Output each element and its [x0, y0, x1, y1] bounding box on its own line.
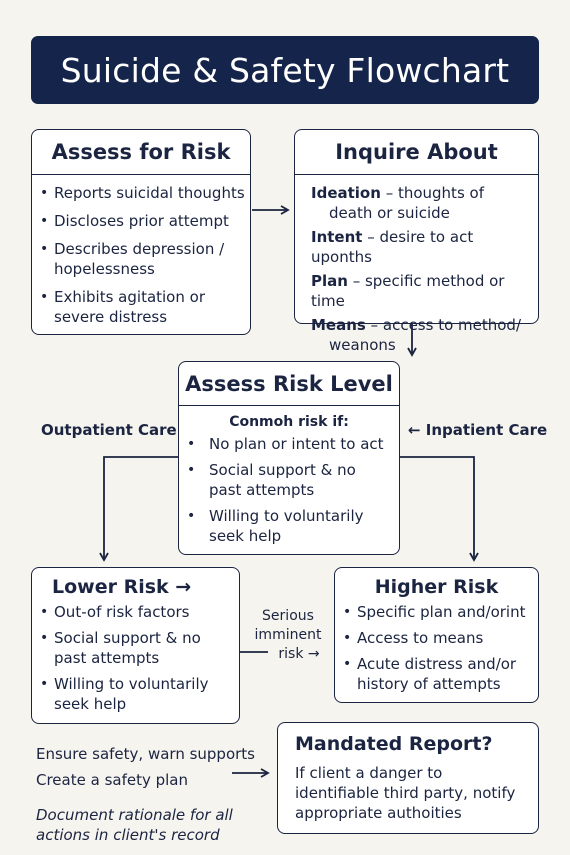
higher-risk-box: Higher Risk Specific plan and/orint Acce…	[334, 567, 539, 703]
higher-list: Specific plan and/orint Access to means …	[335, 602, 538, 694]
assess-for-risk-box: Assess for Risk Reports suicidal thought…	[31, 129, 251, 335]
lower-list: Out-of risk factors Social support & no …	[32, 602, 239, 714]
assess-item: Reports suicidal thoughts	[32, 183, 250, 203]
page-title: Suicide & Safety Flowchart	[60, 50, 510, 90]
higher-item: Acute distress and/or history of attempt…	[335, 654, 520, 694]
serious-line: Serious	[262, 608, 314, 624]
lower-risk-box: Lower Risk → Out-of risk factors Social …	[31, 567, 240, 724]
level-item: Social support & no past attempts	[179, 460, 379, 500]
mandated-report-box: Mandated Report? If client a danger to i…	[277, 722, 539, 834]
assess-item: Discloses prior attempt	[32, 211, 250, 231]
inquire-item-means: Means – access to method/ weanons	[311, 315, 530, 355]
assess-item: Describes depression / hopelessness	[32, 239, 232, 279]
action-ensure-safety: Ensure safety, warn supports	[36, 745, 255, 763]
arrow-level-to-higher	[400, 456, 479, 562]
higher-heading: Higher Risk	[374, 576, 499, 598]
action-safety-plan: Create a safety plan	[36, 771, 188, 789]
inquire-list: Ideation – thoughts of death or suicide …	[295, 175, 538, 355]
inquire-item-plan: Plan – specific method or time	[311, 271, 530, 311]
document-note: Document rationale for all actions in cl…	[36, 806, 233, 844]
inquire-about-box: Inquire About Ideation – thoughts of dea…	[294, 129, 539, 354]
lower-heading: Lower Risk →	[52, 576, 192, 598]
lower-item: Social support & no past attempts	[32, 628, 222, 668]
level-list: No plan or intent to act Social support …	[179, 434, 399, 546]
inquire-term: Means	[311, 316, 366, 334]
assess-heading: Assess for Risk	[32, 130, 250, 175]
inquire-item-ideation: Ideation – thoughts of death or suicide	[311, 183, 530, 223]
lower-item: Out-of risk factors	[32, 602, 239, 622]
assess-risk-level-box: Assess Risk Level Conmoh risk if: No pla…	[178, 361, 400, 555]
level-item: Willing to voluntarily seek help	[179, 506, 369, 546]
level-item: No plan or intent to act	[179, 434, 399, 454]
level-heading: Assess Risk Level	[179, 362, 399, 406]
assess-list: Reports suicidal thoughts Discloses prio…	[32, 175, 250, 327]
higher-item: Access to means	[335, 628, 538, 648]
inquire-term: Intent	[311, 228, 363, 246]
level-subhead: Conmoh risk if:	[229, 414, 349, 430]
inquire-text: – desire to act uponths	[311, 228, 474, 266]
serious-risk-label: Serious imminent risk →	[246, 607, 330, 664]
inquire-term: Plan	[311, 272, 348, 290]
inquire-text: – specific method or time	[311, 272, 505, 310]
higher-item: Specific plan and/orint	[335, 602, 538, 622]
serious-line: imminent	[254, 627, 322, 643]
arrow-level-to-lower	[99, 456, 178, 562]
mandated-text: If client a danger to identifiable third…	[295, 764, 516, 822]
inquire-item-intent: Intent – desire to act uponths	[311, 227, 530, 267]
inquire-term: Ideation	[311, 184, 381, 202]
inpatient-care-label: ← Inpatient Care	[408, 421, 548, 439]
title-banner: Suicide & Safety Flowchart	[31, 36, 539, 104]
assess-item: Exhibits agitation or severe distress	[32, 287, 222, 327]
mandated-heading: Mandated Report?	[295, 733, 493, 755]
outpatient-care-label: Outpatient Care	[41, 421, 177, 439]
inquire-text: – thoughts of death or suicide	[329, 184, 484, 222]
inquire-text: – access to method/ weanons	[329, 316, 521, 354]
serious-line: risk →	[278, 646, 320, 662]
lower-item: Willing to voluntarily seek help	[32, 674, 222, 714]
inquire-heading: Inquire About	[295, 130, 538, 175]
